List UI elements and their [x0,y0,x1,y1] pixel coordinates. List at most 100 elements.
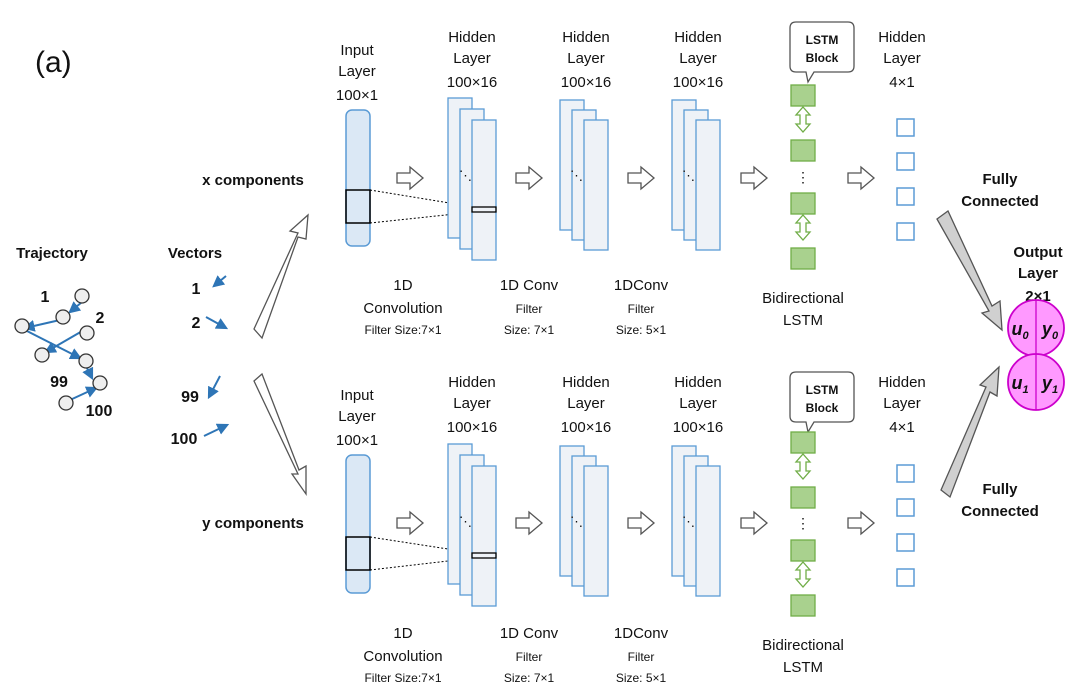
y-final-hidden-label-1: Hidden [878,374,926,391]
y-hidden-1-label-2: Layer [453,395,491,412]
y-final-hidden-units [896,464,915,587]
trajectory-arrows [22,301,99,401]
y-lstm-caption-1: Bidirectional [762,637,844,654]
y-components-label: y components [202,515,304,532]
trajectory-label-100: 100 [86,403,113,420]
trajectory-label-99: 99 [50,374,68,391]
y-hidden-2-ellipsis: ⋱ [570,514,583,529]
y-input-layer-label-2: Layer [338,408,376,425]
vector-label-99: 99 [181,389,199,406]
x-hidden-2-label-1: Hidden [562,29,610,46]
y-receptive-line-bottom [369,557,475,571]
x-conv3-caption-2: Filter [628,302,655,316]
y-hidden-3-stack [671,445,721,597]
y-lstm-callout: LSTM Block [789,371,855,434]
x-hidden-2-label-2: Layer [567,50,605,67]
y-final-hidden-label-3: 4×1 [889,419,914,436]
vector-arrow-1 [212,275,227,288]
vector-label-1: 1 [192,281,201,298]
x-conv3-caption-3: Size: 5×1 [616,323,667,337]
fc-arrow-bottom [940,365,1000,499]
x-receptive-line-bottom [369,211,475,224]
x-fully-connected-label-1: Fully [982,171,1018,188]
x-hidden-1-label-3: 100×16 [447,74,497,91]
y-hidden-2-label-3: 100×16 [561,419,611,436]
output-node-0-y: y0 [1041,319,1059,342]
y-final-hidden-label-2: Layer [883,395,921,412]
x-input-layer-label-3: 100×1 [336,87,378,104]
output-layer: Output Layer 2×1 u0 y0 u1 y1 [1007,244,1065,411]
y-input-layer-label-1: Input [340,387,374,404]
output-node-1: u1 y1 [1007,353,1065,411]
y-fully-connected-label-1: Fully [982,481,1018,498]
output-node-1-u: u1 [1011,373,1028,396]
x-final-hidden-label-2: Layer [883,50,921,67]
y-input-layer-bar [345,454,371,594]
split-arrow-down [253,372,307,497]
y-receptive-line-top [369,536,475,554]
x-fully-connected-label-2: Connected [961,193,1039,210]
x-lstm-caption-1: Bidirectional [762,290,844,307]
vector-label-100: 100 [171,431,198,448]
y-conv2-caption-3: Size: 7×1 [504,671,555,685]
x-hidden-1-feature [471,206,497,213]
y-fully-connected-label-2: Connected [961,503,1039,520]
trajectory-label-1: 1 [41,289,50,306]
x-lstm-callout: LSTM Block [789,21,855,84]
y-hidden-1-label-3: 100×16 [447,419,497,436]
x-conv1-caption-1: 1D [393,277,412,294]
y-input-layer-label-3: 100×1 [336,432,378,449]
x-input-layer-label-2: Layer [338,63,376,80]
y-flow-arrows [396,510,876,536]
vector-arrow-2 [205,316,229,330]
y-branch: y components Input Layer 100×1 Hidden La… [202,371,1039,685]
y-input-window [345,536,371,571]
output-layer-label-2: Layer [1018,265,1058,282]
y-hidden-2-label-1: Hidden [562,374,610,391]
fc-arrow-top [936,210,1003,332]
x-hidden-1-label-2: Layer [453,50,491,67]
trajectory-group: Trajectory 1 2 99 100 [14,245,113,420]
output-node-0-u: u0 [1011,319,1029,342]
vector-arrow-100 [203,423,230,437]
y-lstm-column: ⋮ [790,431,816,617]
x-conv3-caption-1: 1DConv [614,277,669,294]
output-node-0: u0 y0 [1007,299,1065,357]
y-lstm-callout-line1: LSTM [806,383,839,397]
x-conv2-caption-2: Filter [516,302,543,316]
x-final-hidden-label-1: Hidden [878,29,926,46]
y-lstm-ellipsis: ⋮ [796,515,810,531]
y-conv1-caption-1: 1D [393,625,412,642]
output-node-1-y: y1 [1041,373,1058,396]
vectors-group: Vectors 1 2 99 100 [168,245,230,448]
vector-label-2: 2 [192,315,201,332]
x-hidden-1-label-1: Hidden [448,29,496,46]
x-input-window [345,189,371,224]
x-conv2-caption-1: 1D Conv [500,277,559,294]
y-hidden-3-label-1: Hidden [674,374,722,391]
trajectory-points [14,288,108,411]
x-hidden-3-stack [671,99,721,251]
y-hidden-1-stack [447,443,497,607]
split-arrow-up [253,213,309,340]
x-receptive-line-top [369,189,475,208]
x-hidden-2-stack [559,99,609,251]
y-conv1-caption-2: Convolution [363,648,442,665]
x-branch: x components Input Layer 100×1 Hidden La… [202,21,1039,337]
x-input-layer-label-1: Input [340,42,374,59]
x-hidden-2-label-3: 100×16 [561,74,611,91]
x-final-hidden-label-3: 4×1 [889,74,914,91]
x-conv1-caption-3: Filter Size:7×1 [364,323,441,337]
x-input-layer-bar [345,109,371,247]
y-conv3-caption-1: 1DConv [614,625,669,642]
x-hidden-3-label-1: Hidden [674,29,722,46]
y-conv3-caption-3: Size: 5×1 [616,671,667,685]
y-lstm-caption-2: LSTM [783,659,823,676]
x-hidden-1-ellipsis: ⋱ [459,168,472,183]
vector-arrow-99 [207,375,221,400]
x-final-hidden-units [896,118,915,241]
x-hidden-3-label-2: Layer [679,50,717,67]
vectors-title: Vectors [168,245,222,262]
y-lstm-callout-line2: Block [806,401,839,415]
